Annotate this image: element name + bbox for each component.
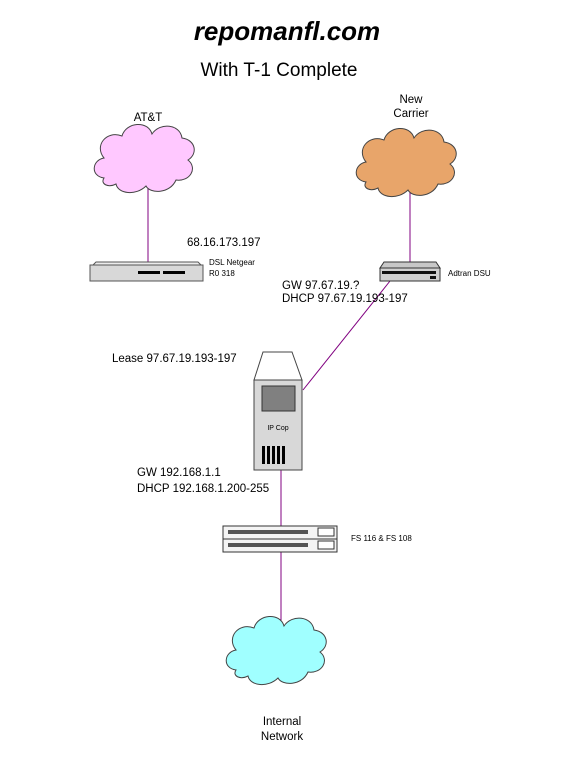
internal-label-line1: Internal: [263, 716, 301, 728]
internal-label-line2: Network: [261, 731, 303, 743]
link-dsu-ipcop: [302, 280, 391, 391]
dsu-name-label: Adtran DSU: [448, 269, 491, 278]
dsl-netgear-router: 68.16.173.197 DSL Netgear R0 318: [89, 237, 261, 282]
att-cloud-label: AT&T: [134, 112, 163, 124]
new-carrier-label-line2: Carrier: [393, 108, 428, 120]
att-cloud: AT&T: [93, 112, 195, 193]
dsl-ip-label: 68.16.173.197: [187, 237, 261, 249]
ipcop-name-label: IP Cop: [267, 425, 288, 432]
switch-name-label: FS 116 & FS 108: [351, 534, 412, 543]
dsu-dhcp-label: DHCP 97.67.19.193-197: [282, 293, 408, 305]
page-title: repomanfl.com: [194, 16, 380, 46]
internal-network-cloud: Internal Network: [225, 616, 327, 743]
new-carrier-label-line1: New: [399, 94, 423, 106]
dsu-gw-label: GW 97.67.19.?: [282, 280, 359, 292]
ipcop-lease-label: Lease 97.67.19.193-197: [112, 353, 237, 365]
network-switch: FS 116 & FS 108: [222, 525, 412, 553]
ipcop-server: IP Cop Lease 97.67.19.193-197 GW 192.168…: [112, 351, 303, 495]
adtran-dsu: Adtran DSU GW 97.67.19.? DHCP 97.67.19.1…: [282, 261, 491, 305]
new-carrier-cloud: New Carrier: [355, 94, 457, 197]
network-links: [147, 186, 411, 628]
dsl-name-line1: DSL Netgear: [209, 258, 255, 267]
ipcop-vents: [262, 446, 285, 464]
dsl-name-line2: R0 318: [209, 269, 235, 278]
page-subtitle: With T-1 Complete: [201, 60, 358, 81]
ipcop-gw-label: GW 192.168.1.1: [137, 467, 221, 479]
ipcop-dhcp-label: DHCP 192.168.1.200-255: [137, 483, 269, 495]
